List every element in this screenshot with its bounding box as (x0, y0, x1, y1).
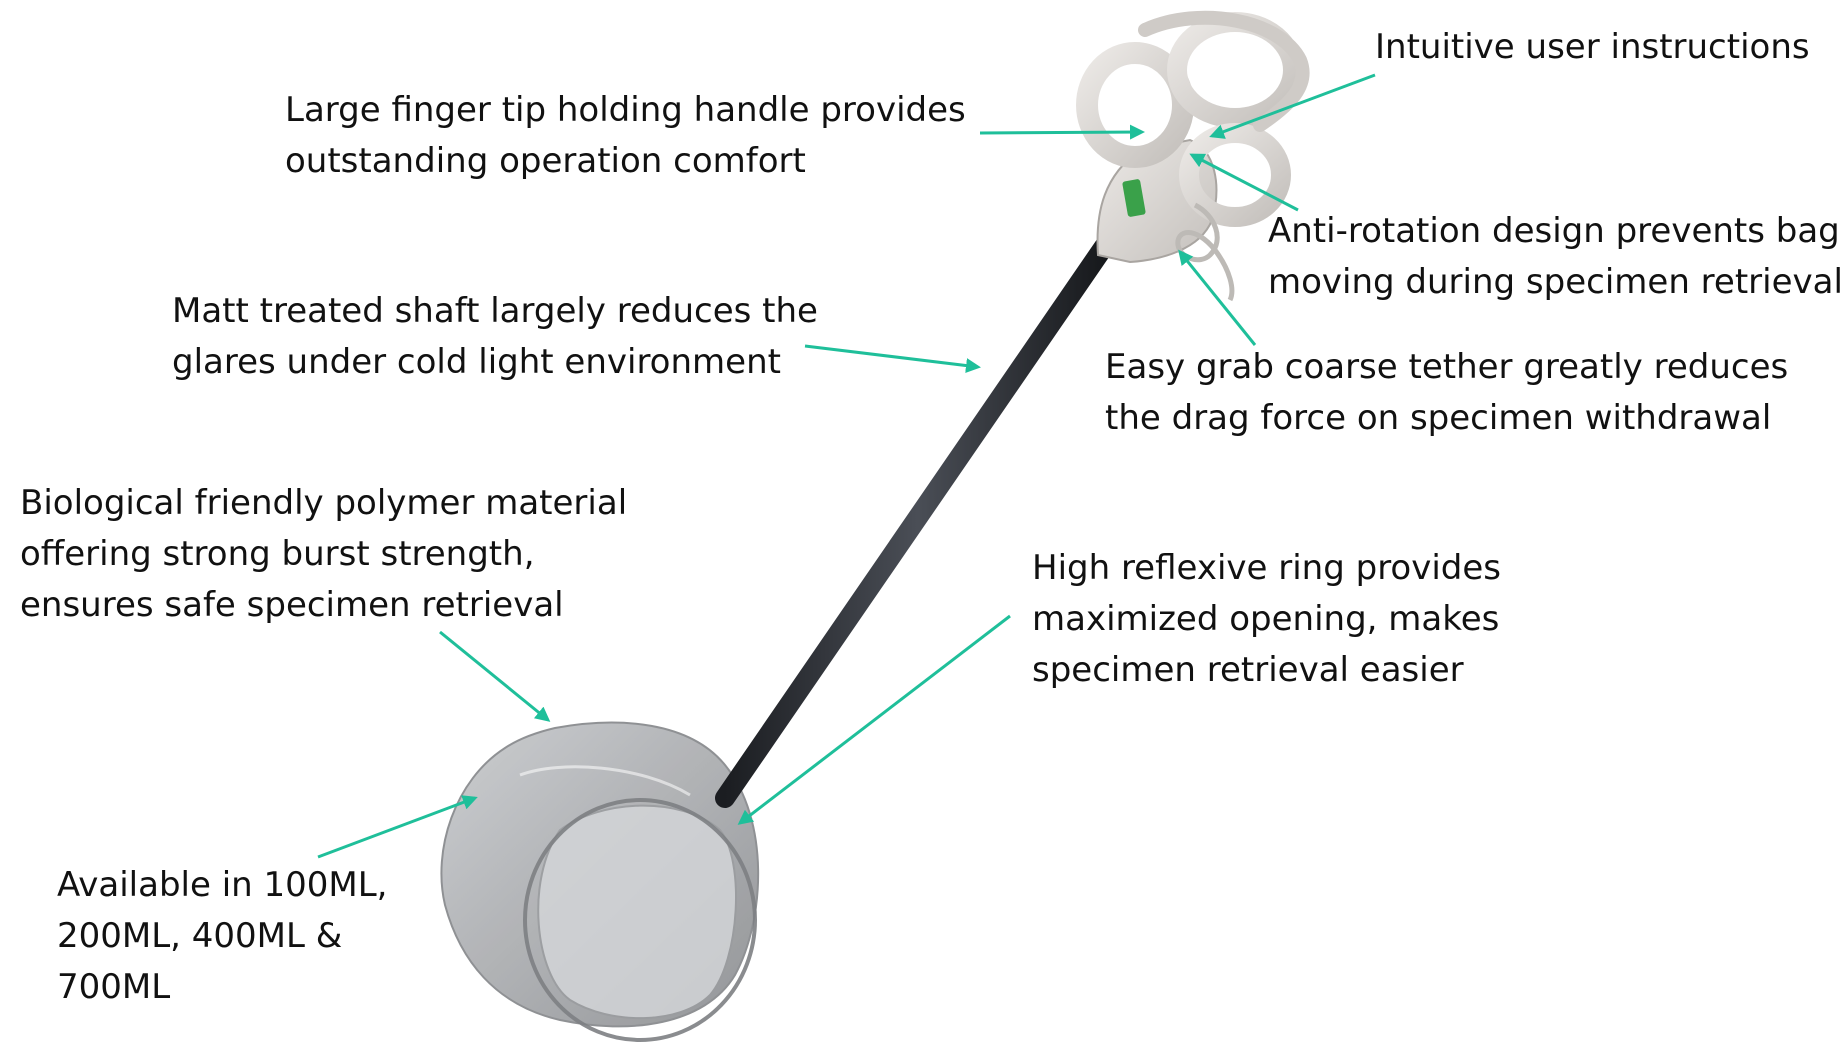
coarse-tether (1175, 202, 1235, 302)
arrow-tether (1178, 249, 1257, 346)
callout-finger-handle: Large finger tip holding handle provides… (285, 85, 966, 187)
brand-logo-icon (1122, 179, 1146, 217)
arrow-sizes (317, 795, 478, 859)
callout-line: High reflexive ring provides (1032, 548, 1502, 588)
arrow-shaft (804, 344, 981, 373)
callout-line: Large finger tip holding handle provides (285, 90, 966, 130)
arrow-ring (737, 614, 1011, 825)
arrow-instructions (1209, 73, 1376, 139)
callout-line: Easy grab coarse tether greatly reduces (1105, 347, 1789, 387)
callout-line: Intuitive user instructions (1375, 27, 1810, 67)
callout-line: the drag force on specimen withdrawal (1105, 398, 1772, 438)
callout-intuitive-instructions: Intuitive user instructions (1375, 22, 1810, 73)
callout-line: outstanding operation comfort (285, 141, 806, 181)
finger-handle (1076, 10, 1310, 302)
callout-matt-shaft: Matt treated shaft largely reduces the g… (172, 286, 818, 388)
bag-crease (519, 765, 691, 797)
handle-outer-rim (1138, 10, 1310, 132)
callout-line: offering strong burst strength, (20, 534, 535, 574)
callout-line: specimen retrieval easier (1032, 650, 1464, 690)
callout-line: glares under cold light environment (172, 342, 781, 382)
bag-fold (537, 804, 738, 1020)
callout-line: 700ML (57, 967, 171, 1007)
callout-arrows (317, 73, 1376, 859)
callout-line: maximized opening, makes (1032, 599, 1500, 639)
callout-line: Anti-rotation design prevents bag (1268, 211, 1840, 251)
callout-line: ensures safe specimen retrieval (20, 585, 564, 625)
callout-line: Matt treated shaft largely reduces the (172, 291, 818, 331)
reflexive-ring (523, 798, 757, 1042)
specimen-bag (440, 721, 760, 1028)
arrow-polymer (439, 630, 551, 722)
callout-line: 200ML, 400ML & (57, 916, 343, 956)
callout-line: moving during specimen retrieval (1268, 262, 1843, 302)
callout-coarse-tether: Easy grab coarse tether greatly reduces … (1105, 342, 1788, 444)
callout-line: Biological friendly polymer material (20, 483, 628, 523)
matt-shaft (715, 228, 1120, 808)
callout-line: Available in 100ML, (57, 865, 388, 905)
finger-ring-right (1179, 123, 1291, 227)
callout-anti-rotation: Anti-rotation design prevents bag moving… (1268, 206, 1843, 308)
arrow-handle (979, 124, 1145, 140)
callout-available-sizes: Available in 100ML, 200ML, 400ML & 700ML (57, 860, 388, 1013)
callout-polymer-material: Biological friendly polymer material off… (20, 478, 627, 631)
arrow-antirotation (1189, 153, 1299, 212)
callout-reflexive-ring: High reflexive ring provides maximized o… (1032, 543, 1501, 696)
